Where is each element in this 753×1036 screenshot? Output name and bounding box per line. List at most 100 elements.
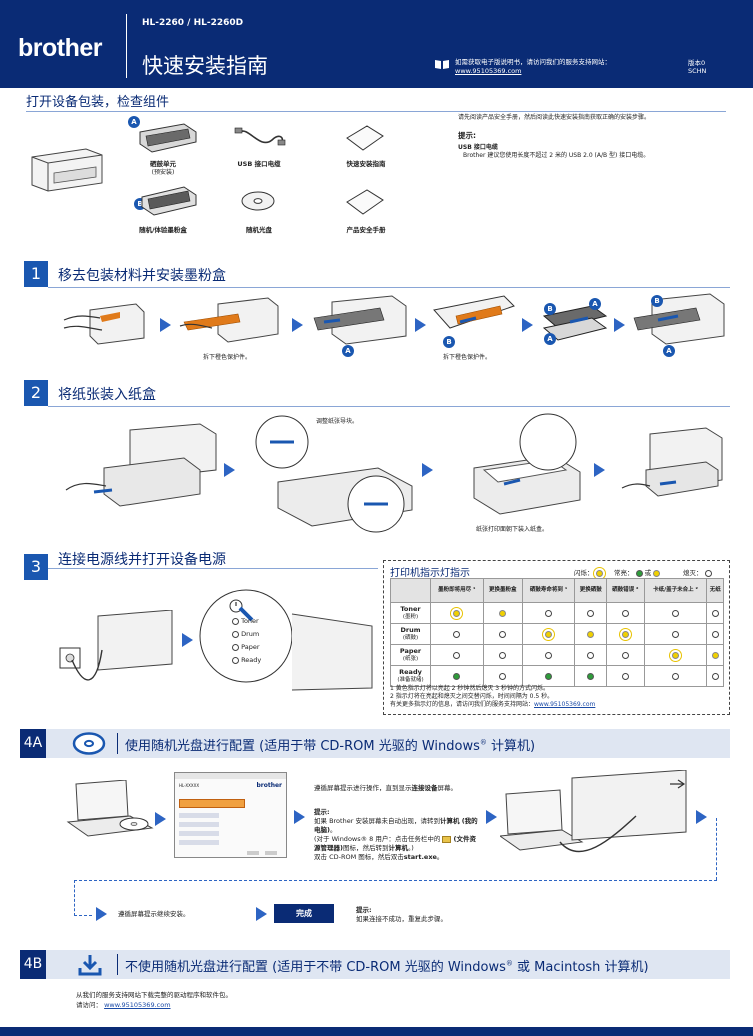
led-state-off <box>671 672 679 680</box>
badge-b: B <box>651 295 663 307</box>
usb-connect-illustration <box>500 770 687 853</box>
step-4b-title-text: 不使用随机光盘进行配置 (适用于不带 CD-ROM 光驱的 Windows <box>125 960 506 975</box>
indicator-cell <box>482 665 523 687</box>
led-state-off <box>621 651 629 659</box>
led-state-off <box>499 630 507 638</box>
indicator-note-link[interactable]: www.95105369.com <box>534 701 596 708</box>
led-paper: Paper <box>232 643 260 652</box>
indicator-title: 打印机指示灯指示 <box>390 568 470 579</box>
step-3-rule <box>48 568 378 569</box>
indicator-cell <box>574 665 607 687</box>
download-link[interactable]: www.95105369.com <box>104 1001 171 1009</box>
finish-button[interactable]: 完成 <box>274 904 334 923</box>
led-state-green <box>587 672 595 680</box>
led-dot <box>232 643 239 651</box>
power-cord-illustration <box>59 610 173 681</box>
blink-dot <box>595 569 603 577</box>
manual-icon <box>435 60 449 69</box>
flow-arrow <box>522 318 533 332</box>
hint-bold: (文件资源管理器) <box>314 835 477 852</box>
indicator-box <box>383 560 730 715</box>
led-state-green <box>545 672 553 680</box>
step-4a-title: 使用随机光盘进行配置 (适用于带 CD-ROM 光驱的 Windows® 计算机… <box>125 735 535 754</box>
badge-a: A <box>342 345 354 357</box>
led-state-off <box>453 651 461 659</box>
drum-unit-icon <box>139 123 197 153</box>
step-4a-bar: 4A 使用随机光盘进行配置 (适用于带 CD-ROM 光驱的 Windows® … <box>20 729 730 758</box>
column-header: 更换墨粉盒 <box>482 578 523 603</box>
component-label: USB 接口电缆 <box>237 160 281 168</box>
installer-back-button[interactable] <box>247 851 259 855</box>
flow-connector <box>74 880 717 881</box>
installer-option[interactable] <box>179 831 219 836</box>
indicator-cell <box>706 623 724 645</box>
indicator-cell <box>521 602 576 624</box>
flow-arrow <box>486 810 497 824</box>
hint-title: 提示: <box>458 131 476 140</box>
flow-arrow <box>422 463 433 477</box>
step-2-title: 将纸张装入纸盒 <box>58 387 156 403</box>
flow-arrow <box>696 810 707 824</box>
indicator-cell <box>643 602 708 624</box>
quick-guide-icon <box>346 125 384 151</box>
installer-option-highlighted[interactable] <box>179 799 245 808</box>
table-row: Toner(墨粉) <box>390 602 724 624</box>
installer-option[interactable] <box>179 840 219 845</box>
component-sublabel: (预安装) <box>151 169 175 176</box>
led-state-off <box>711 672 719 680</box>
hint-bold: 计算机 <box>388 844 408 852</box>
installer-option[interactable] <box>179 813 219 818</box>
flow-arrow <box>594 463 605 477</box>
component-label: 随机光盘 <box>246 226 272 234</box>
component-label: 硒鼓单元 <box>150 160 176 168</box>
cd-rom-icon <box>72 732 106 755</box>
indicator-note-3-text: 有关更多指示灯的信息，请访问我们的服务支持网站： <box>390 701 535 708</box>
step-4a-retry: 提示: 如果连接不成功，重复此步骤。 <box>356 906 447 924</box>
flow-connector <box>74 880 75 916</box>
indicator-cell <box>574 602 607 624</box>
led-toner: Toner <box>232 617 259 626</box>
flow-arrow <box>292 318 303 332</box>
badge-a: A <box>663 345 675 357</box>
indicator-cell <box>430 665 484 687</box>
indicator-cell <box>482 623 523 645</box>
indicator-note-3: 有关更多指示灯的信息，请访问我们的服务支持网站：www.95105369.com <box>390 701 595 709</box>
led-state-on <box>499 609 507 617</box>
bar-divider <box>117 954 118 975</box>
installer-model: HL-XXXXX <box>179 783 200 788</box>
power-button-illustration <box>199 589 373 691</box>
step-2-guides-caption: 调整纸张导块。 <box>316 418 359 425</box>
insert-tray-illustration <box>621 427 723 497</box>
installer-option[interactable] <box>179 822 219 827</box>
hint-title: 提示: <box>314 808 330 816</box>
web-info-text: 如需获取电子版说明书，请访问我们的服务支持网站： <box>455 58 611 66</box>
follow-instructions: 遵循屏幕提示继续安装。 <box>118 910 190 918</box>
step-1-rule <box>48 287 730 288</box>
flow-connector <box>716 818 717 880</box>
step-1-number: 1 <box>24 261 48 287</box>
led-state-blink <box>545 630 553 638</box>
row-header: Toner(墨粉) <box>390 602 431 624</box>
led-state-off <box>621 672 629 680</box>
indicator-cell <box>606 623 645 645</box>
led-state-blink <box>671 651 679 659</box>
step-1-caption: 拆下橙色保护件。 <box>203 354 252 361</box>
indicator-cell <box>606 602 645 624</box>
row-name: Ready <box>399 668 422 676</box>
indicator-notes: 1 黄色指示灯将以亮起 2 秒钟然后熄灭 3 秒钟的方式闪烁。 2 指示灯将在亮… <box>390 685 595 709</box>
component-label: 快速安装指南 <box>346 160 386 168</box>
led-label: Toner <box>241 617 259 625</box>
led-state-on <box>587 630 595 638</box>
page-header: brother HL-2260 / HL-2260D 快速安装指南 如需获取电子… <box>0 0 753 88</box>
installer-titlebar <box>175 773 286 779</box>
hint-text: 。) <box>407 844 414 852</box>
led-state-off <box>499 672 507 680</box>
indicator-cell <box>643 623 708 645</box>
installer-exit-button[interactable] <box>265 851 277 855</box>
badge-a: A <box>128 116 140 128</box>
installer-brand: brother <box>256 782 282 789</box>
step-2-rule <box>48 406 730 407</box>
led-dot <box>232 617 239 625</box>
web-info-link[interactable]: www.95105369.com <box>455 67 522 75</box>
step-4a-title-end: 计算机) <box>486 739 536 754</box>
